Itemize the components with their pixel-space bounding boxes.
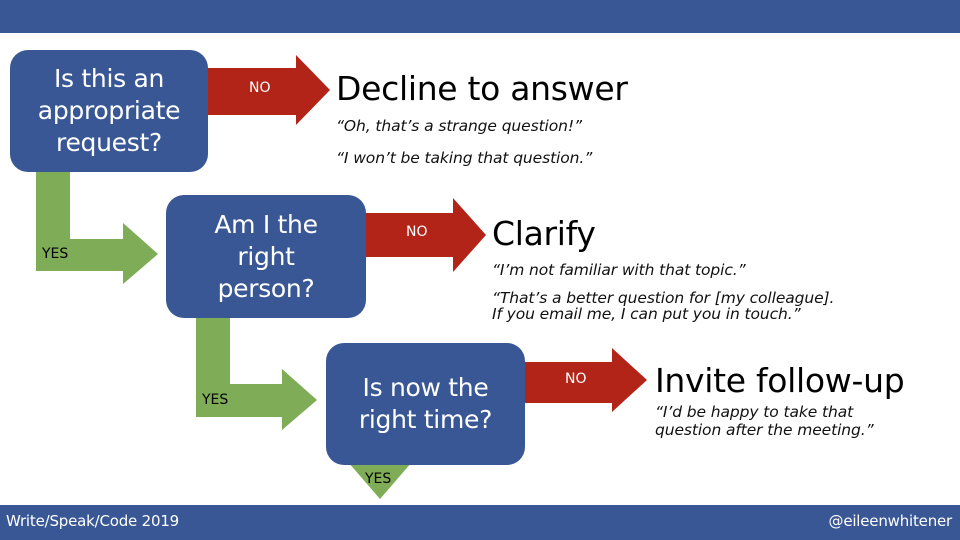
outcome-quote: “I won’t be taking that question.”: [336, 149, 593, 167]
question-line: Am I the: [214, 209, 318, 239]
no-label-2: NO: [406, 224, 428, 240]
outcome-invite-follow-up: Invite follow-up “I’d be happy to take t…: [655, 361, 905, 439]
outcome-clarify: Clarify “I’m not familiar with that topi…: [492, 215, 834, 323]
question-box-right-person: Am I the right person?: [166, 195, 366, 318]
footer-event-name: Write/Speak/Code 2019: [6, 512, 180, 530]
question-line: person?: [217, 273, 315, 303]
question-line: Is now the: [362, 373, 489, 402]
no-arrow-3: [523, 348, 647, 412]
outcome-decline: Decline to answer “Oh, that’s a strange …: [336, 70, 628, 167]
footer-handle: @eileenwhitener: [828, 512, 953, 530]
question-box-right-time: Is now the right time?: [326, 343, 525, 465]
outcome-title: Decline to answer: [336, 69, 628, 108]
no-arrow-2: [364, 198, 486, 272]
outcome-quote: “Oh, that’s a strange question!”: [336, 117, 582, 135]
footer-bar: Write/Speak/Code 2019 @eileenwhitener: [0, 505, 960, 540]
no-arrow-1: [206, 55, 330, 125]
yes-label-3: YES: [365, 471, 392, 487]
outcome-quote: If you email me, I can put you in touch.…: [492, 305, 801, 323]
yes-label-2: YES: [202, 392, 229, 408]
yes-arrow-2: [196, 316, 317, 430]
outcome-quote: “I’m not familiar with that topic.”: [492, 261, 746, 279]
header-bar: [0, 0, 960, 33]
question-line: Is this an: [53, 64, 165, 93]
yes-arrow-1: [36, 170, 158, 284]
yes-arrow-3: [348, 462, 412, 499]
no-label-3: NO: [565, 371, 587, 387]
outcome-quote: question after the meeting.”: [655, 421, 874, 439]
yes-label-1: YES: [42, 246, 69, 262]
outcome-quote: “That’s a better question for [my collea…: [492, 289, 835, 307]
outcome-title: Clarify: [492, 214, 596, 253]
outcome-quote: “I’d be happy to take that: [655, 403, 854, 421]
question-line: right: [237, 241, 295, 271]
no-label-1: NO: [249, 80, 271, 96]
question-box-appropriate-request: Is this an appropriate request?: [10, 50, 208, 172]
outcome-title: Invite follow-up: [655, 361, 905, 400]
question-line: appropriate: [37, 96, 181, 125]
question-line: right time?: [358, 405, 493, 434]
question-line: request?: [56, 128, 162, 157]
